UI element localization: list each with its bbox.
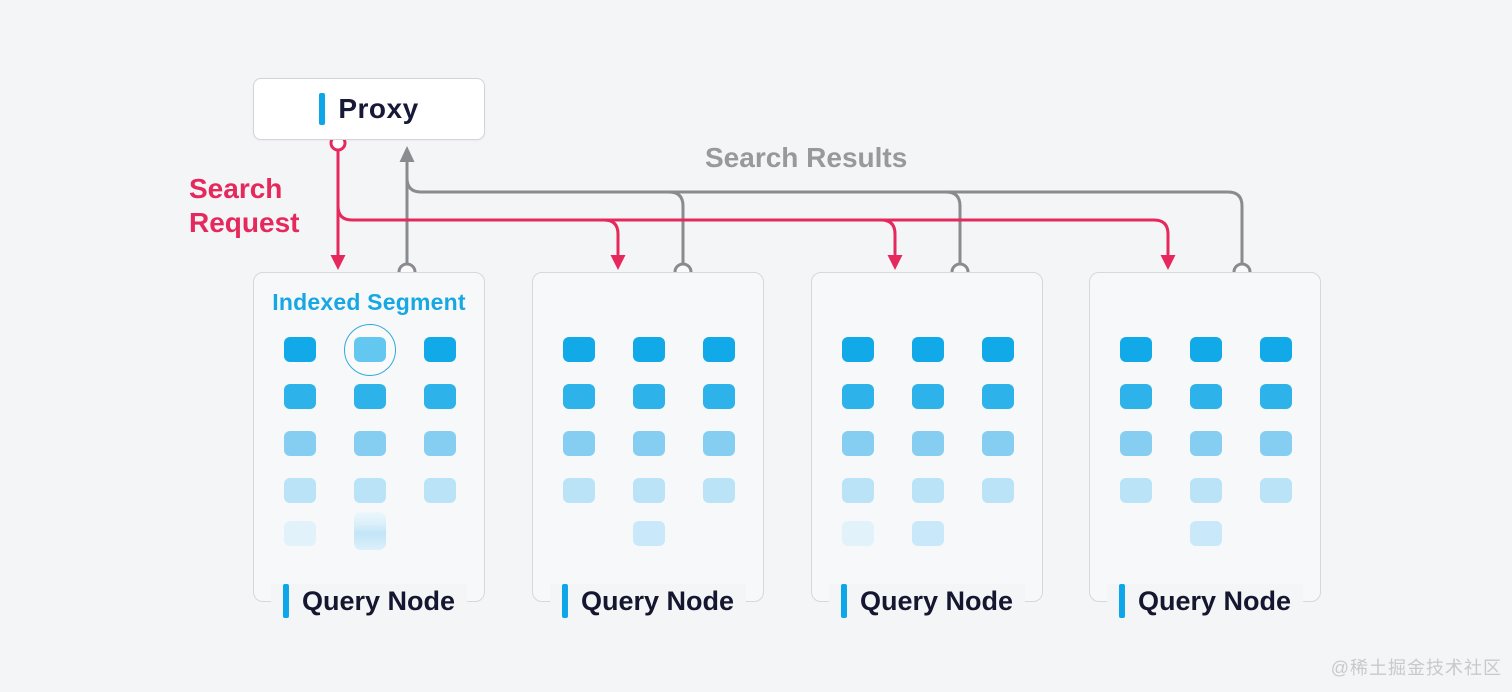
segment-highlight-ring [344,323,396,376]
segment-cell [703,384,735,409]
segment-cell [1190,384,1222,409]
segment-cell [284,384,316,409]
segment-cell [912,384,944,409]
segment-cell [1260,478,1292,503]
results-line-trunk [405,176,1244,264]
query-node-accent-bar [1118,584,1125,618]
results-line-branch-3 [944,190,962,264]
segment-grid [533,273,763,601]
query-node-label-text: Query Node [301,585,456,616]
query-node-label: Query Node [828,584,1026,618]
query-node-label: Query Node [270,584,468,618]
segment-cell [912,431,944,456]
query-node-3: Query Node [811,272,1043,618]
proxy-accent-bar [319,93,326,125]
segment-cell [284,521,316,546]
segment-grid [254,273,484,601]
segment-cell [1190,478,1222,503]
request-arrowheads [330,255,1176,270]
segment-cell [633,521,665,546]
query-node-label-text: Query Node [859,585,1014,616]
segment-cell [633,431,665,456]
segment-cell [354,384,386,409]
query-node-accent-bar [561,584,568,618]
segment-cell [424,337,456,362]
segment-cell [633,384,665,409]
segment-cell [842,478,874,503]
proxy-label: Proxy [338,93,419,124]
query-node-label-text: Query Node [1137,585,1292,616]
query-node-label-text: Query Node [580,585,735,616]
segment-cell [703,431,735,456]
segment-cell [563,431,595,456]
segment-cell [1260,337,1292,362]
segment-cell [842,337,874,362]
segment-cell [1120,337,1152,362]
segment-cell [982,384,1014,409]
request-line-branch-3 [879,218,897,256]
segment-grid [1090,273,1320,601]
segment-cell [424,384,456,409]
query-node-label: Query Node [1106,584,1304,618]
search-results-label: Search Results [705,142,908,173]
segment-cell [842,431,874,456]
search-request-label: Search Request [189,173,300,239]
segment-cell [703,478,735,503]
segment-cell [912,478,944,503]
segment-cell [982,478,1014,503]
segment-cell [563,337,595,362]
segment-cell [1120,478,1152,503]
segment-cell [354,478,386,503]
segment-cell [633,478,665,503]
segment-cell [912,521,944,546]
segment-cell [354,431,386,456]
segment-cell [842,384,874,409]
request-arrowhead-1 [330,255,346,270]
proxy-box: Proxy [253,78,485,140]
segment-grid [812,273,1042,601]
segment-cell [563,384,595,409]
query-node-accent-bar [840,584,847,618]
segment-cell [354,512,386,550]
segment-cell [703,337,735,362]
search-results-lines [405,159,1244,264]
segment-cell [1190,521,1222,546]
results-arrowhead-up [399,146,415,162]
segment-cell [284,431,316,456]
query-node-4: Query Node [1089,272,1321,618]
segment-cell [1120,431,1152,456]
query-node-2: Query Node [532,272,764,618]
request-arrowhead-3 [887,255,903,270]
segment-cell [633,337,665,362]
segment-cell [842,521,874,546]
request-arrowhead-4 [1160,255,1176,270]
segment-cell [563,478,595,503]
results-line-branch-2 [667,190,685,264]
segment-cell [1260,384,1292,409]
request-line-branch-2 [602,218,620,256]
query-node-accent-bar [282,584,289,618]
segment-cell [284,478,316,503]
segment-cell [1190,431,1222,456]
segment-cell [982,431,1014,456]
segment-cell [912,337,944,362]
indexed-segment-label: Indexed Segment [272,289,466,315]
segment-cell [1120,384,1152,409]
segment-cell [1190,337,1222,362]
segment-cell [1260,431,1292,456]
query-node-label: Query Node [549,584,747,618]
segment-cell [284,337,316,362]
segment-cell [424,478,456,503]
segment-cell [982,337,1014,362]
query-node-1: Indexed Segment Query Node [253,272,485,618]
request-arrowhead-2 [610,255,626,270]
request-line-trunk [336,204,1170,256]
watermark: @稀土掘金技术社区 [1330,658,1502,678]
segment-cell [424,431,456,456]
